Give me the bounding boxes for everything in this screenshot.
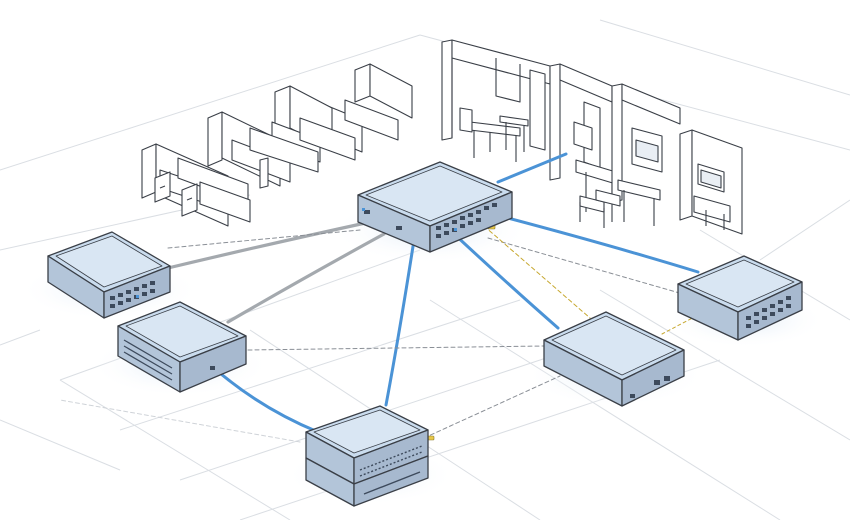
- network-links: [59, 152, 701, 443]
- link-left-mid-to-bottom: [212, 366, 320, 434]
- network-switch-icon: [677, 255, 803, 341]
- link-core-to-rooms: [496, 152, 568, 184]
- link-core-to-right: [498, 214, 700, 274]
- link-dashed-bottom-right-mid: [423, 375, 561, 439]
- office-room-icon: [441, 39, 743, 235]
- link-core-to-left-top: [166, 220, 372, 270]
- network-switch-icon: [357, 161, 513, 253]
- link-core-to-bottom: [384, 238, 416, 407]
- cubicle-icon: [141, 63, 413, 227]
- link-dashed-core-right-mid: [483, 225, 591, 319]
- link-dashed-bottom-left: [59, 399, 301, 443]
- link-core-to-right-mid: [450, 230, 560, 330]
- link-dashed-left-top-core: [167, 229, 361, 249]
- network-switch-icon: [543, 311, 685, 407]
- link-dashed-left-mid-right-mid: [247, 345, 545, 351]
- link-core-to-left-mid: [226, 232, 386, 324]
- link-dashed-core-right: [487, 237, 691, 297]
- network-switch-icon: [47, 231, 171, 319]
- network-switch-icon: [117, 301, 247, 393]
- network-switch-icon: [305, 405, 429, 507]
